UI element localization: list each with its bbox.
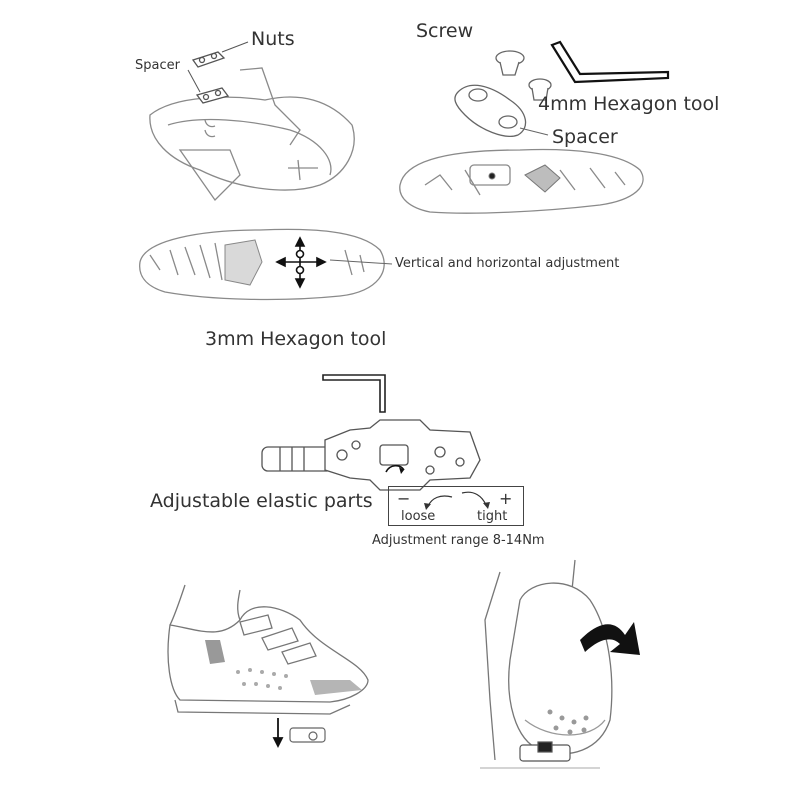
foot-release-illustration	[485, 560, 612, 760]
spacer-part-large	[455, 85, 526, 136]
tension-adjust-box: − + loose tight	[388, 486, 524, 526]
nuts-part	[193, 52, 224, 67]
sole-top-illustration	[400, 150, 643, 214]
spacer-small-label: Spacer	[135, 58, 180, 73]
elastic-label: Adjustable elastic parts	[150, 490, 373, 512]
pedal-illustration	[262, 420, 480, 490]
adjustment-range-label: Adjustment range 8-14Nm	[372, 533, 545, 548]
nuts-label: Nuts	[251, 28, 295, 50]
pedal-small-right	[520, 742, 570, 761]
cleat-area	[489, 165, 560, 192]
hex-wrench-3mm	[323, 375, 385, 412]
vertical-horizontal-label: Vertical and horizontal adjustment	[395, 256, 619, 271]
minus-sign: −	[397, 489, 410, 508]
adjust-arrows	[277, 238, 325, 287]
spacer-large-label: Spacer	[552, 126, 618, 148]
cleat-plate	[225, 240, 262, 285]
tight-label: tight	[477, 509, 507, 524]
shoe-upper-illustration	[150, 68, 354, 200]
shoe-side-illustration	[168, 585, 368, 714]
hex3-label: 3mm Hexagon tool	[205, 328, 386, 350]
screw-label: Screw	[416, 20, 473, 42]
hex-wrench-4mm	[552, 42, 668, 82]
loose-label: loose	[401, 509, 435, 524]
down-arrow	[274, 718, 282, 746]
sole-bottom-illustration	[140, 229, 385, 299]
plus-sign: +	[499, 489, 512, 508]
pedal-small	[290, 728, 325, 742]
spacer-part-small	[197, 88, 228, 103]
hex4-label: 4mm Hexagon tool	[538, 93, 719, 115]
